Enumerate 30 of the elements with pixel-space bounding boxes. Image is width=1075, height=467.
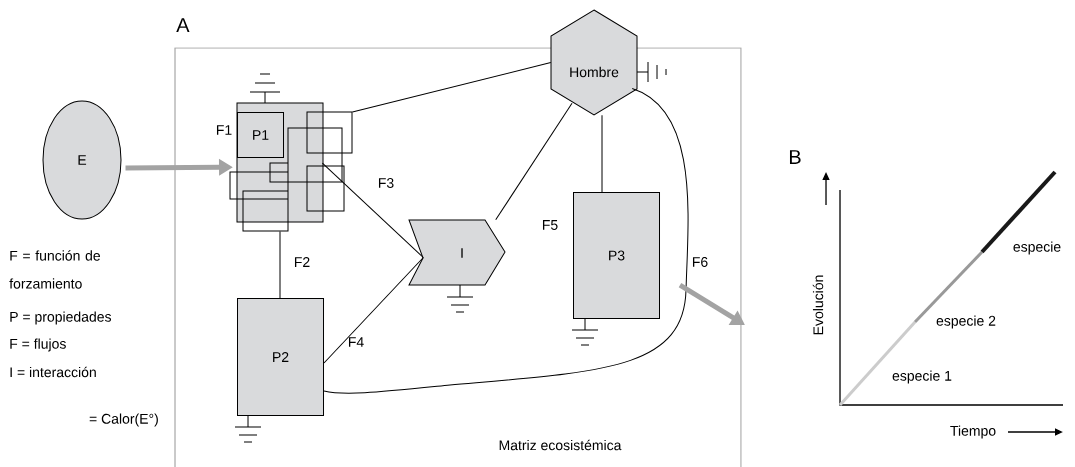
flow-label: F4 (349, 337, 364, 347)
key-text: = Calor(E°) (89, 413, 158, 427)
key-text: F = función de forzamiento (9, 250, 100, 289)
panel-letter: A (176, 18, 190, 32)
human-hexagon: Hombre (550, 9, 638, 116)
property-box: P1 (237, 112, 284, 158)
connector-line (323, 88, 689, 394)
connector-line (601, 114, 603, 193)
flow-label: F2 (295, 257, 310, 267)
connector-line (321, 162, 424, 258)
series-label: especie 2 (936, 315, 996, 329)
property-box: P2 (237, 298, 324, 416)
connector-line (323, 257, 424, 364)
panel-letter: B (790, 150, 801, 164)
interaction-chevron: I (408, 219, 506, 286)
flow-label: F6 (693, 257, 708, 267)
key-text: I = interacción (10, 366, 96, 378)
property-box: P3 (573, 192, 660, 319)
flow-label: F3 (379, 178, 394, 188)
key-text: F = flujos (10, 338, 66, 352)
series-label: especie 1 (892, 370, 952, 384)
frame-caption: Matriz ecosistémica (499, 439, 622, 451)
series-label: especie (1013, 241, 1061, 255)
connector-line (351, 62, 552, 113)
flow-label: F5 (543, 220, 558, 230)
connector-line (279, 230, 281, 299)
axis-label: Evolución (812, 275, 824, 335)
connector-line (495, 102, 573, 221)
key-text: P = propiedades (10, 311, 112, 325)
axis-label: Tiempo (950, 425, 996, 439)
